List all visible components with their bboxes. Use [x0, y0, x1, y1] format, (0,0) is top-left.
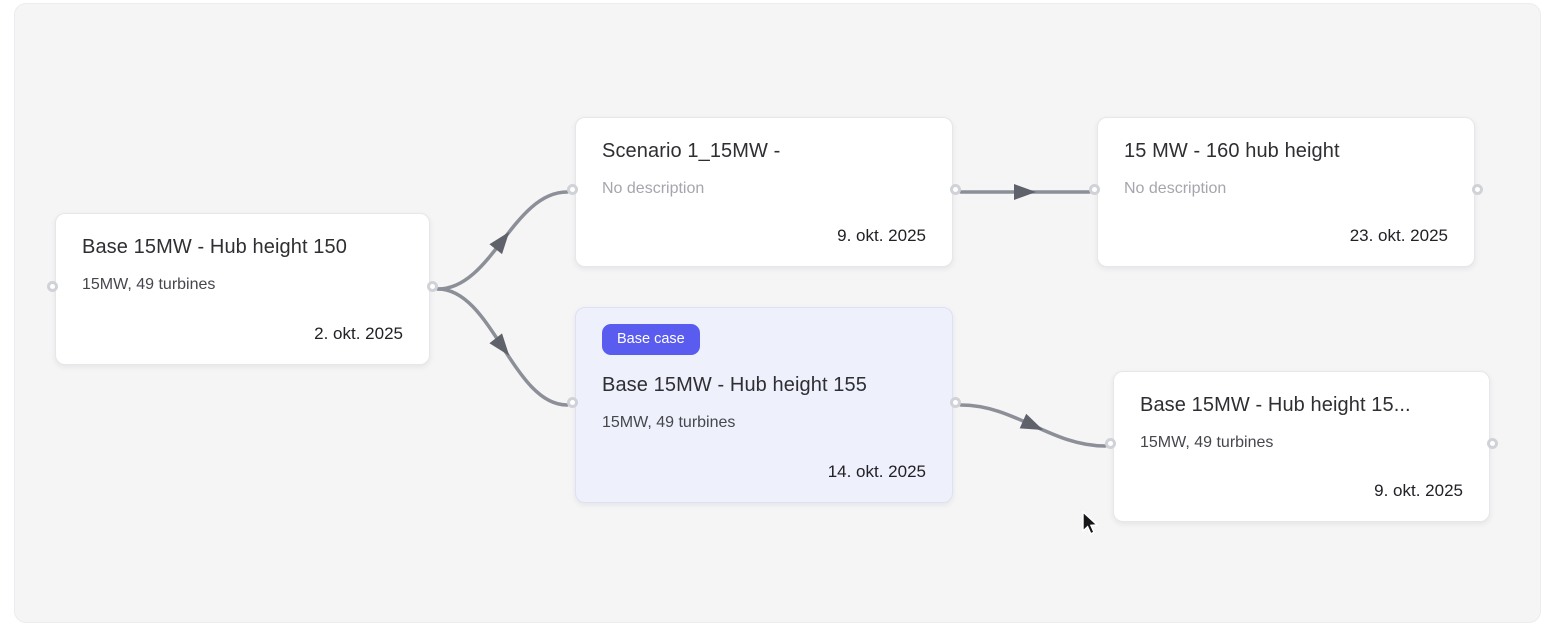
connector-handle-right[interactable]: [950, 396, 961, 408]
card-date: 23. okt. 2025: [1349, 226, 1448, 245]
scenario-card-base-hub-15-truncated[interactable]: Base 15MW - Hub height 15... 15MW, 49 tu…: [1105, 371, 1498, 522]
scenario-card-base-hub-150[interactable]: Base 15MW - Hub height 150 15MW, 49 turb…: [47, 213, 438, 365]
card-description: No description: [1124, 180, 1227, 197]
card-title: Base 15MW - Hub height 155: [602, 373, 867, 396]
connector-handle-left[interactable]: [1105, 438, 1116, 449]
scenario-card-15mw-160-hub[interactable]: 15 MW - 160 hub height No description 23…: [1089, 117, 1483, 267]
connector-handle-left[interactable]: [567, 396, 578, 408]
scenario-card-base-hub-155[interactable]: Base case Base 15MW - Hub height 155 15M…: [567, 307, 961, 503]
connector-handle-left[interactable]: [1089, 183, 1100, 195]
card-description: No description: [602, 180, 705, 197]
connector-handle-left[interactable]: [47, 280, 58, 292]
card-title: 15 MW - 160 hub height: [1124, 140, 1340, 162]
base-case-badge: Base case: [602, 324, 700, 355]
card-description: 15MW, 49 turbines: [1140, 434, 1274, 451]
connector-handle-right[interactable]: [950, 183, 961, 195]
scenario-card-scenario1-15mw[interactable]: Scenario 1_15MW - No description 9. okt.…: [567, 117, 961, 267]
card-description: 15MW, 49 turbines: [602, 413, 736, 431]
connector-handle-right[interactable]: [427, 280, 438, 292]
card-title: Base 15MW - Hub height 150: [82, 236, 347, 258]
card-date: 9. okt. 2025: [837, 226, 926, 245]
card-title: Scenario 1_15MW -: [602, 140, 781, 162]
card-date: 9. okt. 2025: [1374, 481, 1463, 500]
connector-handle-right[interactable]: [1487, 438, 1498, 449]
connector-handle-right[interactable]: [1472, 183, 1483, 195]
connector-handle-left[interactable]: [567, 183, 578, 195]
card-date: 2. okt. 2025: [314, 324, 403, 343]
card-description: 15MW, 49 turbines: [82, 276, 216, 293]
card-title: Base 15MW - Hub height 15...: [1140, 394, 1411, 416]
card-date: 14. okt. 2025: [827, 462, 926, 481]
